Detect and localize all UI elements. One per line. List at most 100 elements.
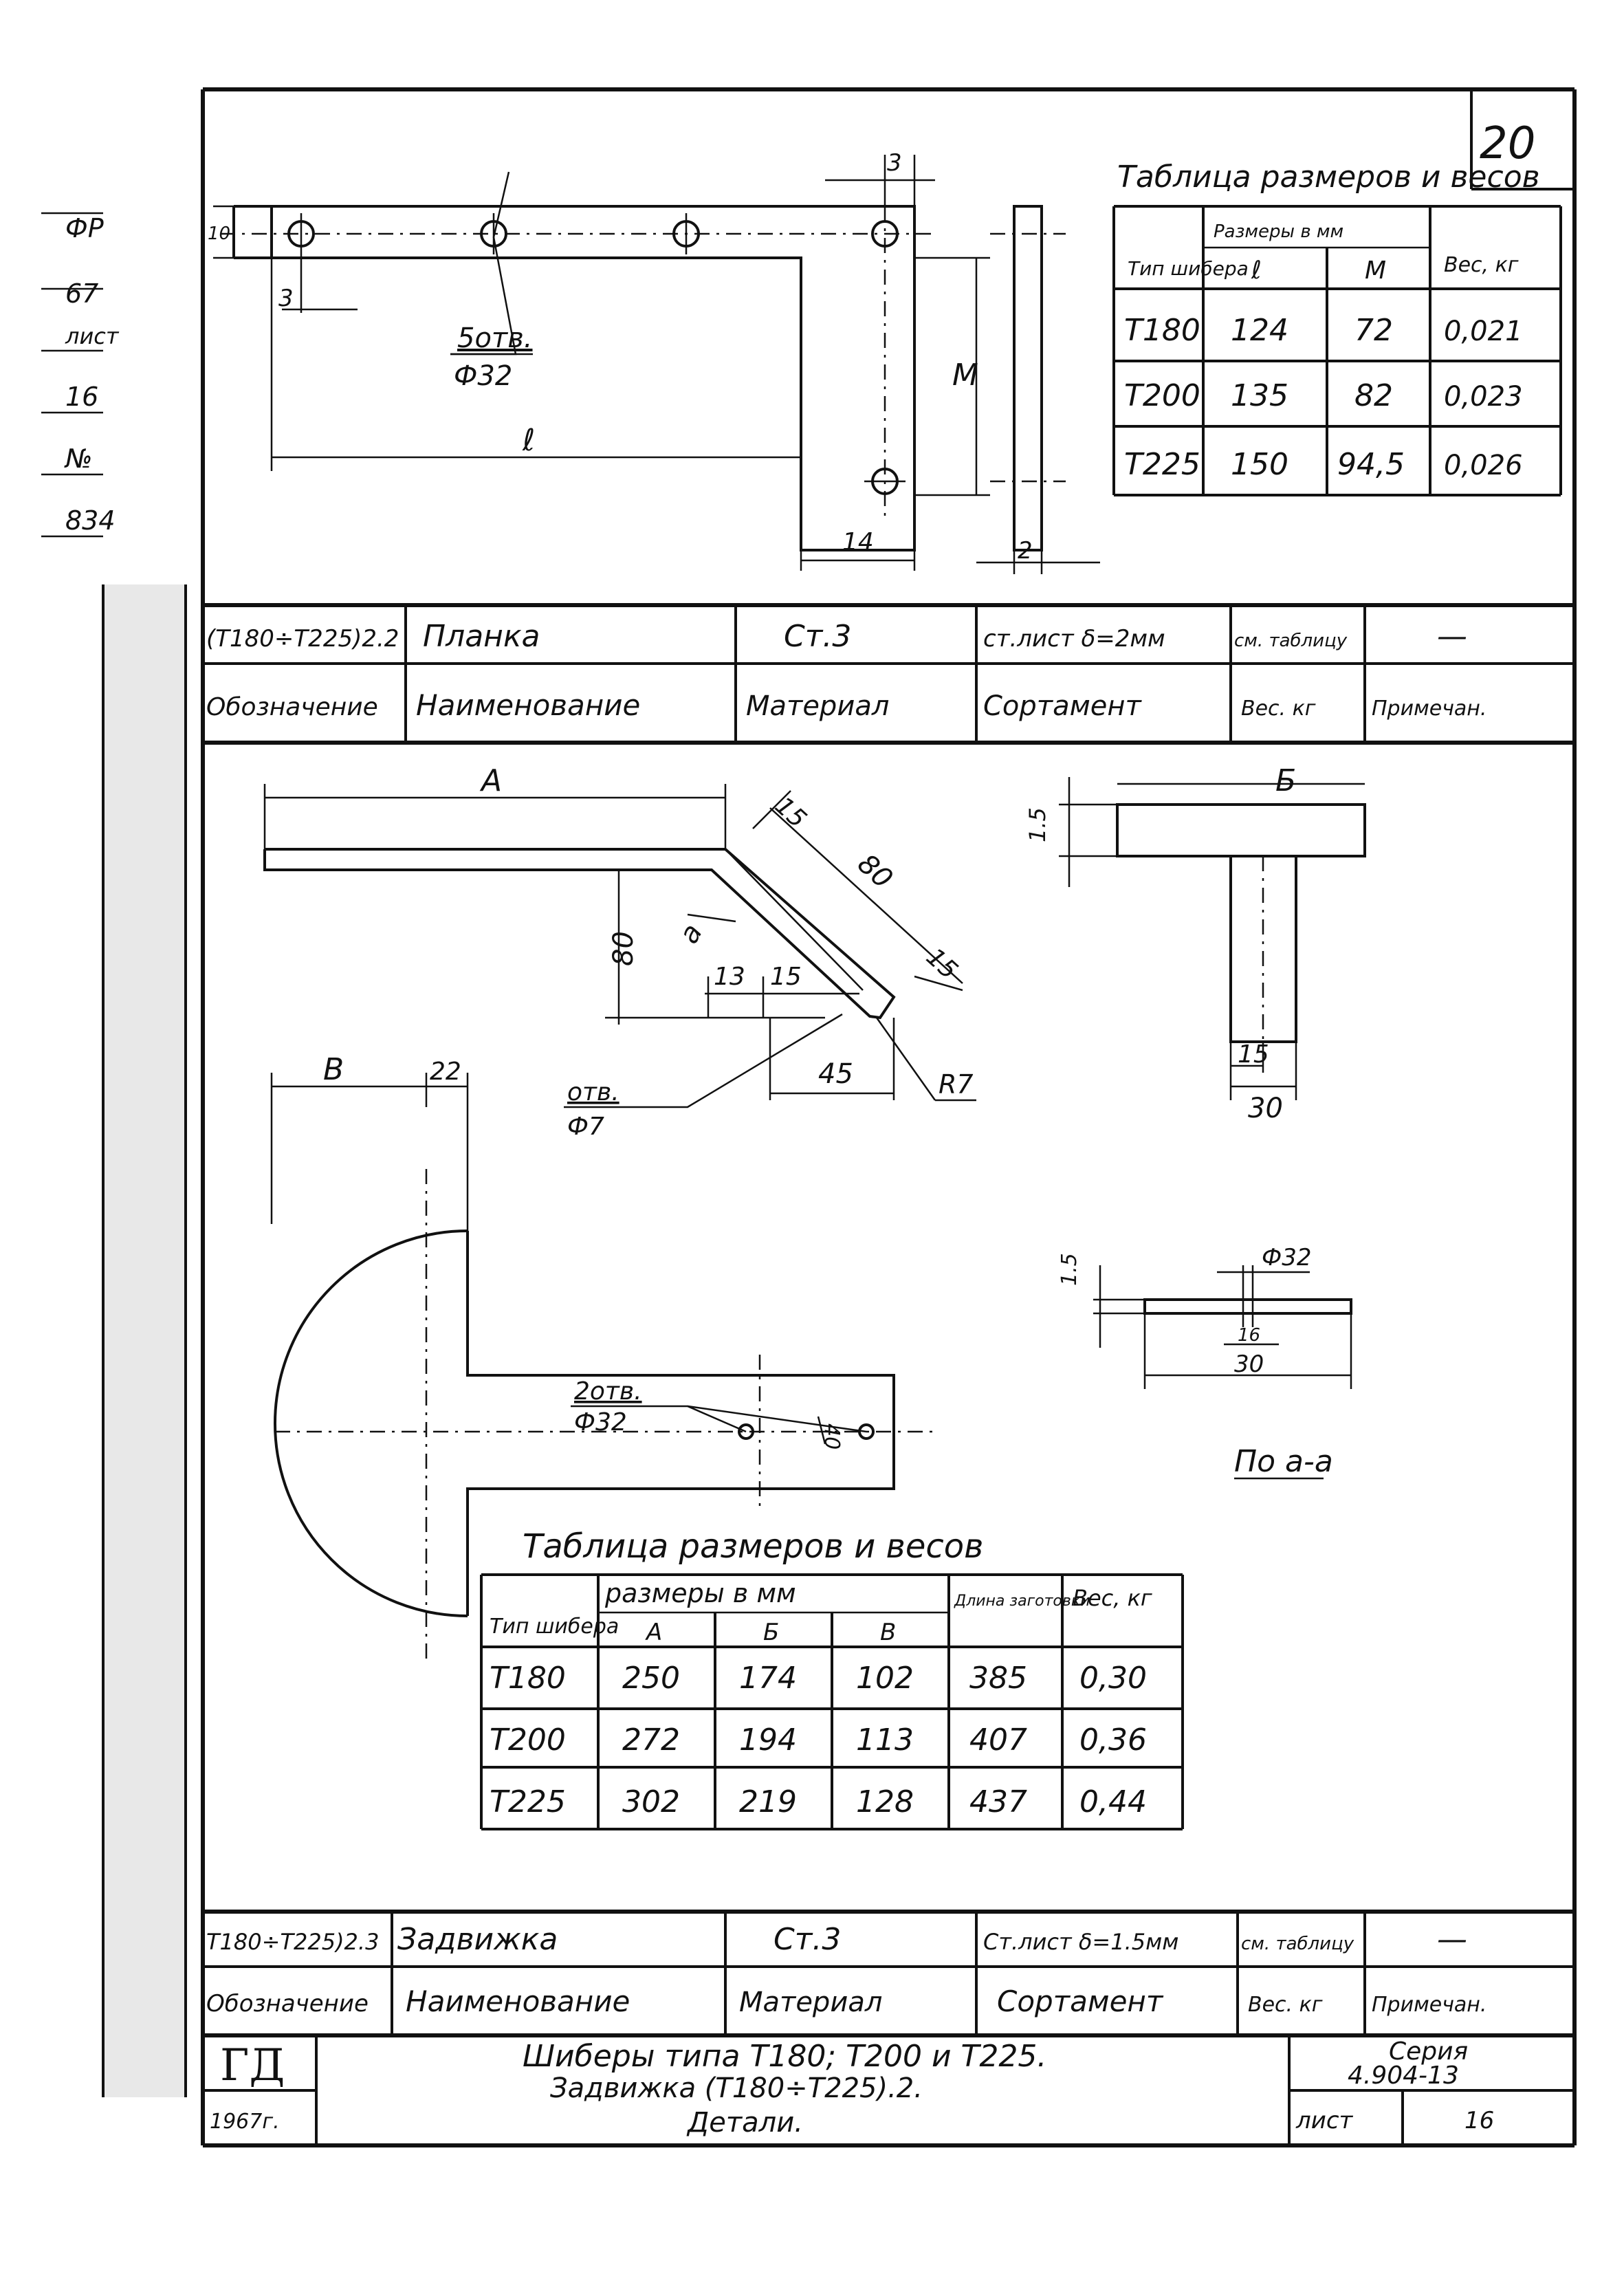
latch-table-head-type: Тип шибера bbox=[490, 1615, 619, 1639]
plank-table-title: Таблица размеров и весов bbox=[1117, 160, 1540, 195]
left-binding-strip: ФР 67 лист 16 № 834 bbox=[41, 212, 187, 2097]
cell-length: 407 bbox=[969, 1723, 1027, 1758]
dim-45: 45 bbox=[818, 1058, 853, 1090]
series-value: 4.904-13 bbox=[1348, 2062, 1459, 2090]
plank-name: Планка bbox=[423, 619, 540, 654]
spec-head-assortment: Сортамент bbox=[997, 1985, 1164, 2018]
spec-head-weight: Вес. кг bbox=[1248, 1993, 1323, 2017]
spec-table-plank bbox=[203, 603, 1574, 745]
dim-30-section: 30 bbox=[1234, 1351, 1264, 1378]
dim-40: 40 bbox=[820, 1423, 844, 1450]
plank-size-table bbox=[1112, 205, 1562, 496]
plank-table-row: Т180 124 72 0,021 bbox=[1124, 313, 1523, 348]
title-line-1: Шиберы типа Т180; Т200 и Т225. bbox=[523, 2039, 1046, 2074]
dim-l: ℓ bbox=[522, 423, 535, 458]
dim-1-5-section: 1.5 bbox=[1057, 1253, 1082, 1286]
dim-R7: R7 bbox=[939, 1069, 974, 1100]
latch-table-title: Таблица размеров и весов bbox=[523, 1527, 983, 1566]
latch-table-row: Т200 272 194 113 407 0,36 bbox=[490, 1723, 1147, 1758]
dim-3-left: 3 bbox=[278, 285, 294, 312]
spec-table-latch bbox=[203, 1910, 1574, 2037]
dim-10: 10 bbox=[208, 223, 230, 244]
latch-note: — bbox=[1437, 1922, 1467, 1957]
plank-table-head-sizes: Размеры в мм bbox=[1214, 221, 1343, 242]
latch-table-row: Т180 250 174 102 385 0,30 bbox=[490, 1661, 1147, 1696]
dim-1-5-top: 1.5 bbox=[1024, 807, 1051, 842]
latch-material: Ст.3 bbox=[773, 1922, 841, 1957]
plank-drawing bbox=[213, 155, 990, 571]
latch-designation: Т180÷Т225)2.3 bbox=[206, 1929, 379, 1955]
latch-weight: см. таблицу bbox=[1241, 1934, 1354, 1954]
cell-weight: 0,021 bbox=[1444, 316, 1523, 347]
cell-m: 82 bbox=[1354, 378, 1393, 413]
sheet-label: лист bbox=[1295, 2107, 1354, 2134]
cell-weight: 0,44 bbox=[1079, 1784, 1147, 1819]
dim-A: А bbox=[479, 763, 502, 798]
sheet-frame bbox=[201, 87, 1577, 2147]
cell-m: 72 bbox=[1354, 313, 1393, 348]
cell-weight: 0,023 bbox=[1444, 381, 1523, 413]
margin-text: лист bbox=[65, 323, 120, 349]
organization-logo: ГД bbox=[220, 2040, 285, 2091]
cell-V: 128 bbox=[856, 1784, 914, 1819]
plank-weight: см. таблицу bbox=[1234, 631, 1348, 651]
latch-flat-pattern bbox=[270, 1073, 935, 1664]
cell-length: 437 bbox=[969, 1784, 1027, 1819]
title-line-2: Задвижка (Т180÷Т225).2. bbox=[550, 2073, 923, 2104]
plank-table-head-type: Тип шибера bbox=[1128, 257, 1249, 280]
cell-weight: 0,026 bbox=[1444, 450, 1523, 481]
cell-V: 113 bbox=[856, 1723, 914, 1758]
plank-table-row: Т200 135 82 0,023 bbox=[1124, 378, 1523, 413]
margin-text: № bbox=[64, 444, 93, 474]
latch-top-view bbox=[1059, 777, 1366, 1100]
section-label: По а-а bbox=[1234, 1444, 1333, 1479]
cell-B: 194 bbox=[739, 1723, 797, 1758]
dim-15-top: 15 bbox=[769, 791, 811, 833]
series-label: Серия bbox=[1389, 2037, 1468, 2066]
section-a-a-view bbox=[1093, 1265, 1352, 1480]
dim-15-bottom: 15 bbox=[1238, 1040, 1269, 1069]
cell-weight: 0,36 bbox=[1079, 1723, 1147, 1758]
spec-head-designation: Обозначение bbox=[206, 1990, 369, 2018]
plank-table-head-weight: Вес, кг bbox=[1444, 253, 1519, 277]
margin-text: 834 bbox=[65, 505, 116, 536]
title-year: 1967г. bbox=[210, 2110, 280, 2134]
latch-table-head-V: В bbox=[880, 1619, 896, 1646]
plank-holes-diameter: Ф32 bbox=[454, 360, 512, 392]
sheet-value: 16 bbox=[1464, 2107, 1494, 2134]
latch-table-head-length: Длина заготовки bbox=[954, 1593, 1090, 1610]
plank-designation: (Т180÷Т225)2.2 bbox=[206, 625, 399, 653]
dim-14: 14 bbox=[842, 528, 874, 556]
cell-type: Т200 bbox=[1124, 378, 1200, 413]
plank-table-row: Т225 150 94,5 0,026 bbox=[1124, 447, 1523, 482]
spec-head-designation: Обозначение bbox=[206, 693, 378, 721]
margin-text: 16 bbox=[65, 382, 98, 412]
cell-l: 124 bbox=[1231, 313, 1288, 348]
latch-name: Задвижка bbox=[397, 1922, 558, 1957]
latch-table-head-weight: Вес, кг bbox=[1073, 1585, 1152, 1611]
plank-holes-note: 5отв. bbox=[457, 322, 533, 354]
plank-material: Ст.3 bbox=[784, 619, 851, 654]
spec-head-material: Материал bbox=[739, 1987, 882, 2018]
cell-type: Т225 bbox=[490, 1784, 566, 1819]
latch-hole-diameter: Ф7 bbox=[567, 1113, 604, 1141]
dim-B: Б bbox=[1275, 763, 1296, 798]
dim-16-section: 16 bbox=[1238, 1325, 1260, 1346]
cell-A: 250 bbox=[622, 1661, 680, 1696]
cell-type: Т225 bbox=[1124, 447, 1200, 482]
spec-head-name: Наименование bbox=[406, 1985, 630, 2018]
sheet-corner-number: 20 bbox=[1480, 118, 1535, 169]
dim-80-vert: 80 bbox=[608, 931, 639, 966]
plank-side-view bbox=[976, 205, 1100, 574]
cell-type: Т180 bbox=[490, 1661, 566, 1696]
title-line-3: Детали. bbox=[686, 2107, 803, 2139]
latch-table-row: Т225 302 219 128 437 0,44 bbox=[490, 1784, 1147, 1819]
latch-size-table bbox=[480, 1573, 1184, 1830]
latch-table-head-B: Б bbox=[763, 1619, 779, 1646]
latch-bent-view bbox=[263, 784, 976, 1108]
spec-head-note: Примечан. bbox=[1372, 1993, 1486, 2017]
spec-head-note: Примечан. bbox=[1372, 697, 1486, 721]
latch-2holes-diameter: Ф32 bbox=[574, 1408, 627, 1436]
dim-2: 2 bbox=[1018, 537, 1033, 565]
